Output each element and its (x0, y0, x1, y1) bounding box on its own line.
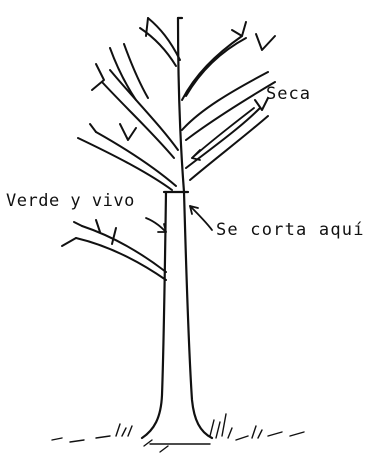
tree-trunk (140, 16, 214, 440)
dead-branches (77, 17, 276, 191)
pointer-arrows (145, 107, 255, 233)
living-branch (61, 219, 167, 281)
cut-here-label: Se corta aquí (216, 220, 365, 240)
arrow-to-dead (191, 107, 255, 159)
arrow-to-alive (145, 217, 167, 233)
alive-branch-label: Verde y vivo (6, 191, 135, 211)
arrow-to-cut (189, 205, 213, 231)
dead-branch-label: Seca (266, 84, 311, 104)
ground-grass (51, 413, 305, 453)
